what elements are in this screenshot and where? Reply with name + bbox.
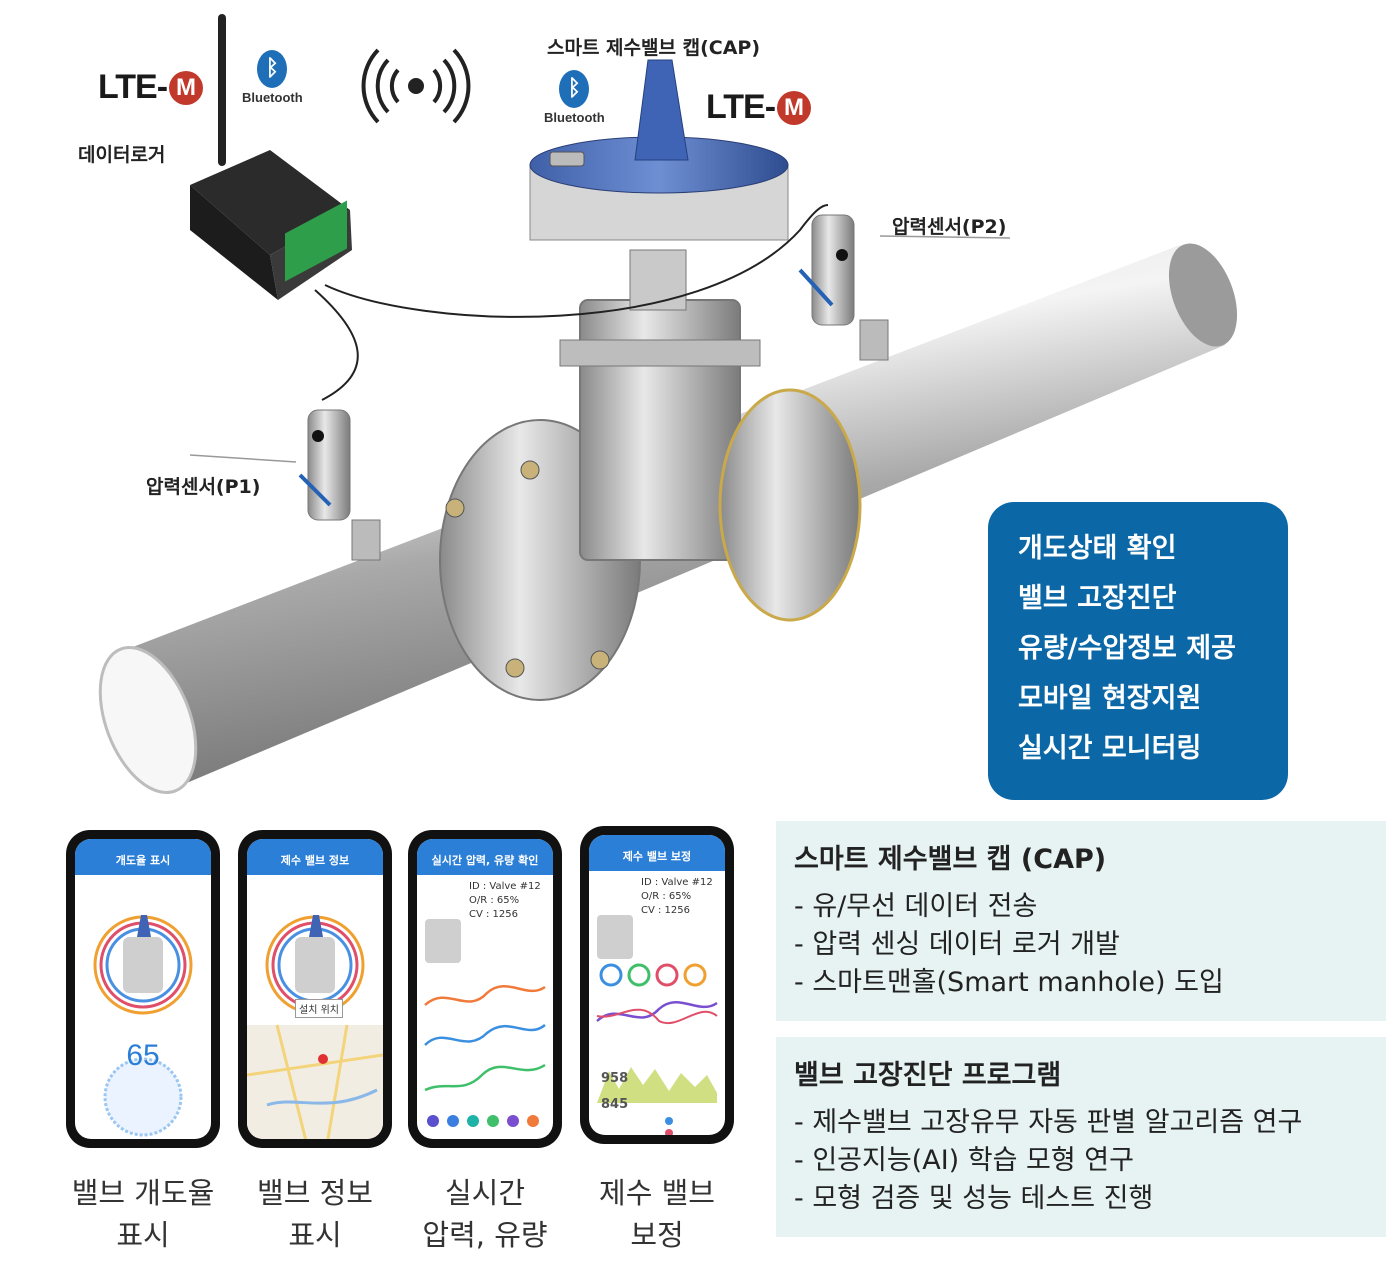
lte-m-badge: M	[777, 90, 812, 125]
bolt	[445, 498, 465, 518]
wireless-signal-icon	[361, 48, 471, 124]
bluetooth-icon: ᛒ	[257, 50, 288, 88]
lte-m-logo-left: LTE-M	[98, 68, 204, 107]
cap-info-title: 스마트 제수밸브 캡 (CAP)	[794, 844, 1107, 875]
calibration-value-2: 845	[601, 1097, 629, 1112]
valve-id: ID : Valve #12	[641, 877, 713, 888]
pressure-sensor-p2	[798, 214, 889, 361]
valve-info-graphic	[247, 915, 383, 1139]
bolt	[505, 658, 525, 678]
phone-realtime: 실시간 압력, 유량 확인 ID : Valve #12 O/R : 65% C…	[408, 830, 562, 1148]
valve-opening: O/R : 65%	[469, 895, 520, 906]
data-logger-label: 데이터로거	[78, 144, 166, 166]
cap-info-item: - 유/무선 데이터 전송	[794, 891, 1038, 922]
opening-rate-graphic	[93, 915, 193, 1137]
pressure-sensor-p1	[298, 409, 381, 561]
map-location-label: 설치 위치	[295, 999, 343, 1018]
feature-list-box: 개도상태 확인 밸브 고장진단 유량/수압정보 제공 모바일 현장지원 실시간 …	[988, 502, 1288, 800]
sensor-p2-label: 압력센서(P2)	[892, 216, 1007, 238]
feature-item: 유량/수압정보 제공	[1018, 633, 1236, 664]
phone-calibration: 제수 밸브 보정 ID : Valve #12 O/R : 65% CV : 1…	[580, 826, 734, 1144]
diagnosis-info-item: - 제수밸브 고장유무 자동 판별 알고리즘 연구	[794, 1107, 1303, 1138]
calibration-graphs	[596, 915, 718, 1135]
sensor-p1-label: 압력센서(P1)	[146, 476, 261, 498]
phone-valve-info: 제수 밸브 정보 설치 위치	[238, 830, 392, 1148]
feature-item: 모바일 현장지원	[1018, 683, 1202, 714]
valve-opening: O/R : 65%	[641, 891, 692, 902]
valve-cv: CV : 1256	[641, 905, 690, 916]
app-screen: 실시간 압력, 유량 확인 ID : Valve #12 O/R : 65% C…	[417, 839, 553, 1139]
app-header: 제수 밸브 정보	[247, 839, 383, 875]
app-header: 개도율 표시	[75, 839, 211, 875]
cap-info-box: 스마트 제수밸브 캡 (CAP) - 유/무선 데이터 전송 - 압력 센싱 데…	[776, 821, 1386, 1021]
feature-item: 개도상태 확인	[1018, 533, 1177, 564]
diagnosis-info-title: 밸브 고장진단 프로그램	[794, 1060, 1062, 1091]
feature-item: 밸브 고장진단	[1018, 583, 1177, 614]
data-logger-device	[190, 14, 352, 300]
app-screen: 개도율 표시 65	[75, 839, 211, 1139]
app-screen: 제수 밸브 보정 ID : Valve #12 O/R : 65% CV : 1…	[589, 835, 725, 1135]
app-header: 제수 밸브 보정	[589, 835, 725, 871]
valve-id: ID : Valve #12	[469, 881, 541, 892]
bolt	[520, 460, 540, 480]
gate-valve-body	[559, 249, 862, 622]
lte-m-logo-right: LTE-M	[706, 88, 812, 127]
smart-cap	[529, 59, 789, 241]
pipe-valve-illustration	[98, 14, 1238, 795]
realtime-graphs	[424, 919, 546, 1127]
bluetooth-logo-left: ᛒ Bluetooth	[242, 50, 303, 105]
map-pin-icon	[318, 1054, 328, 1064]
app-screen: 제수 밸브 정보 설치 위치	[247, 839, 383, 1139]
feature-item: 실시간 모니터링	[1018, 733, 1202, 764]
app-header: 실시간 압력, 유량 확인	[417, 839, 553, 875]
lte-m-badge: M	[169, 70, 204, 105]
phone-opening-rate: 개도율 표시 65	[66, 830, 220, 1148]
calibration-value-1: 958	[601, 1071, 629, 1086]
cap-title-label: 스마트 제수밸브 캡(CAP)	[547, 37, 761, 59]
valve-cv: CV : 1256	[469, 909, 518, 920]
diagnosis-info-item: - 인공지능(AI) 학습 모형 연구	[794, 1145, 1134, 1176]
sensor-cables	[314, 204, 829, 401]
bolt	[590, 650, 610, 670]
cap-info-item: - 스마트맨홀(Smart manhole) 도입	[794, 967, 1224, 998]
bluetooth-icon: ᛒ	[559, 70, 590, 108]
diagnosis-info-box: 밸브 고장진단 프로그램 - 제수밸브 고장유무 자동 판별 알고리즘 연구 -…	[776, 1037, 1386, 1237]
diagnosis-info-item: - 모형 검증 및 성능 테스트 진행	[794, 1183, 1154, 1214]
opening-rate-value: 65	[126, 1039, 160, 1072]
cap-info-item: - 압력 센싱 데이터 로거 개발	[794, 929, 1120, 960]
bluetooth-logo-right: ᛒ Bluetooth	[544, 70, 605, 125]
